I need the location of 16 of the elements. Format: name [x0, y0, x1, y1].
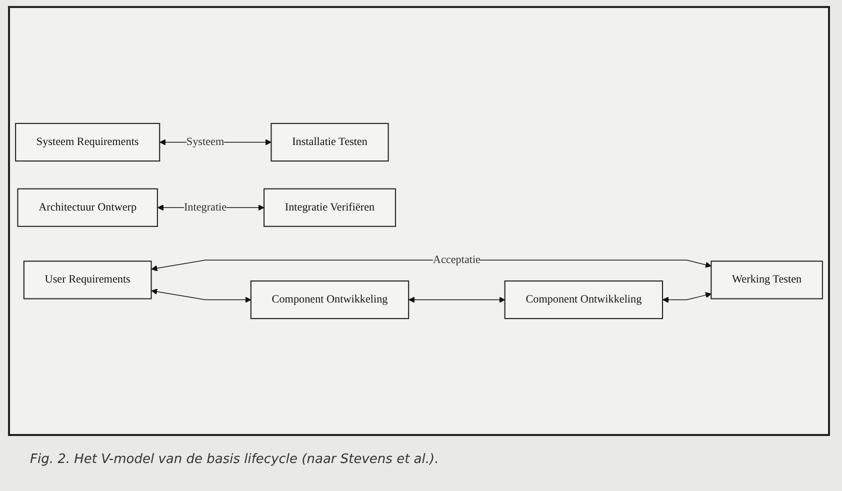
arrow [151, 288, 252, 303]
node-box: Component Ontwikkeling [250, 280, 410, 320]
edge-label: Integratie [184, 201, 227, 214]
edge-label: Acceptatie [432, 254, 481, 266]
node-box: User Requirements [23, 260, 152, 300]
arrow [408, 296, 506, 303]
edge-label: Systeem [186, 136, 224, 148]
arrow [662, 292, 712, 303]
node-box: Integratie Verifiëren [264, 188, 396, 227]
node-box: Werking Testen [710, 260, 823, 300]
arrow [151, 260, 712, 272]
node-box: Architectuur Ontwerp [17, 188, 158, 227]
node-box: Installatie Testen [270, 122, 389, 162]
node-box: Systeem Requirements [15, 122, 160, 162]
figure-caption: Fig. 2. Het V-model van de basis lifecycle (naar Stevens et al.). [30, 452, 439, 467]
node-box: Component Ontwikkeling [504, 280, 664, 320]
